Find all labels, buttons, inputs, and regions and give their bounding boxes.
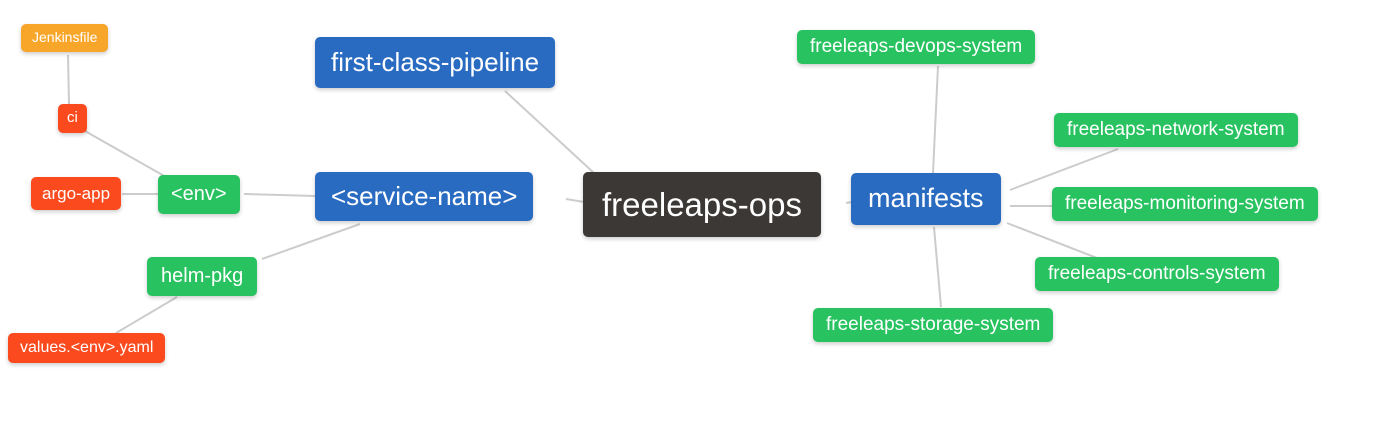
edge-first-class-pipeline-ops [504,90,595,174]
node-jenkinsfile[interactable]: Jenkinsfile [21,24,109,52]
node-freeleaps-devops-system[interactable]: freeleaps-devops-system [797,30,1036,64]
edge-manifests-devops-system [932,65,939,174]
node-freeleaps-network-system[interactable]: freeleaps-network-system [1054,113,1298,147]
edge-manifests-storage-system [933,226,942,308]
edge-manifests-controls-system [1006,222,1098,259]
edge-manifests-network-system [1009,148,1119,191]
edge-env-service-name [243,193,316,197]
node-freeleaps-ops[interactable]: freeleaps-ops [583,172,821,238]
edge-helm-pkg-service-name [261,223,361,260]
edge-values-helm-pkg [115,296,178,334]
node-manifests[interactable]: manifests [851,173,1001,225]
node-helm-pkg[interactable]: helm-pkg [147,257,258,296]
node-freeleaps-controls-system[interactable]: freeleaps-controls-system [1035,257,1279,291]
node-freeleaps-monitoring-system[interactable]: freeleaps-monitoring-system [1052,187,1318,221]
node-values-env-yaml[interactable]: values.<env>.yaml [8,333,166,363]
node-argo-app[interactable]: argo-app [31,177,122,211]
node-service-name[interactable]: <service-name> [315,172,534,221]
node-ci[interactable]: ci [58,104,87,133]
node-first-class-pipeline[interactable]: first-class-pipeline [315,37,556,88]
node-env[interactable]: <env> [158,175,240,214]
edge-ci-env [84,130,167,178]
node-freeleaps-storage-system[interactable]: freeleaps-storage-system [813,308,1054,342]
edge-service-name-ops [565,198,585,203]
edge-jenkinsfile-ci [67,54,70,105]
